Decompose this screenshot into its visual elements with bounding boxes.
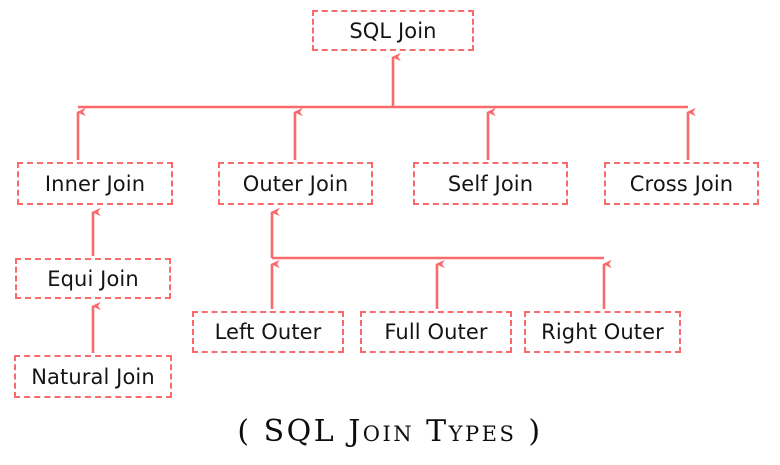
node-equi-join[interactable]: Equi Join [15,258,171,299]
node-sql-join[interactable]: SQL Join [312,10,474,51]
diagram-caption: ( SQL Join Types ) [237,414,543,449]
node-cross-join[interactable]: Cross Join [604,162,759,205]
node-right-outer[interactable]: Right Outer [524,311,681,353]
node-full-outer[interactable]: Full Outer [360,311,512,353]
node-natural-join[interactable]: Natural Join [14,355,172,398]
node-outer-join[interactable]: Outer Join [218,162,373,205]
node-inner-join[interactable]: Inner Join [17,162,173,205]
node-self-join[interactable]: Self Join [413,162,568,205]
node-left-outer[interactable]: Left Outer [192,311,344,353]
